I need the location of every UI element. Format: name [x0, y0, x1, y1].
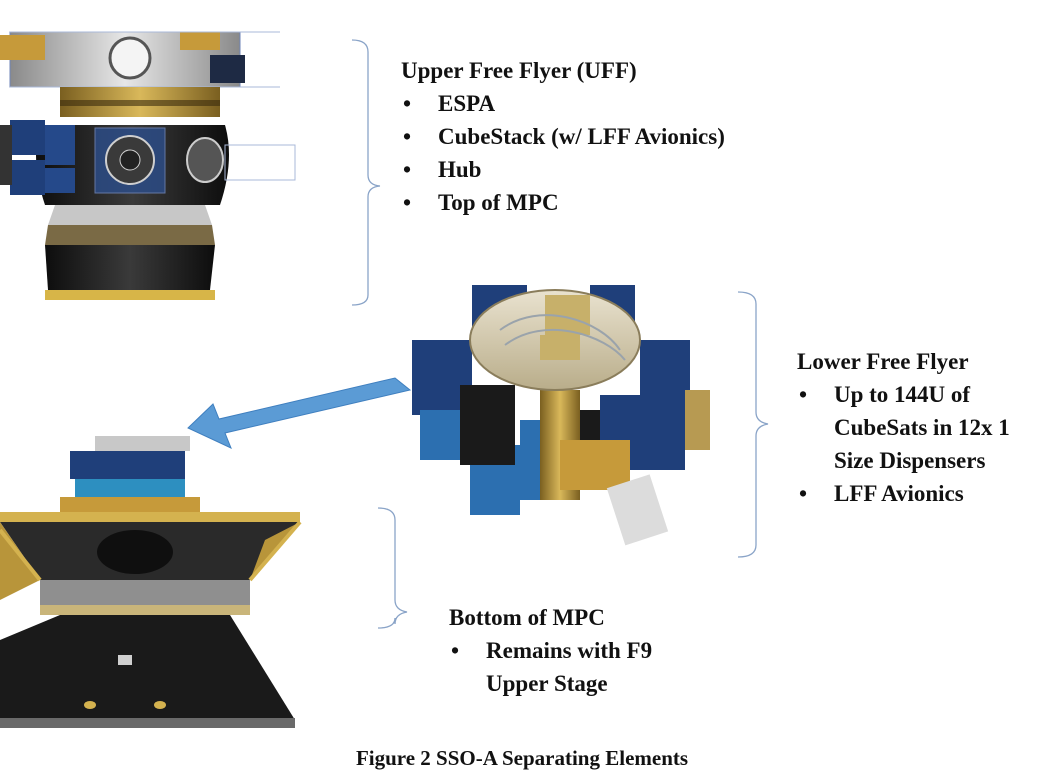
mpc-bullet-list: Remains with F9 Upper Stage	[449, 634, 652, 700]
figure-caption: Figure 2 SSO-A Separating Elements	[355, 746, 689, 770]
list-item: CubeStack (w/ LFF Avionics)	[401, 120, 725, 153]
mpc-item-line-2: Upper Stage	[486, 671, 608, 696]
uff-bullet-list: ESPA CubeStack (w/ LFF Avionics) Hub Top…	[401, 87, 725, 219]
list-item: ESPA	[401, 87, 725, 120]
lff-heading: Lower Free Flyer	[797, 349, 969, 374]
mpc-item-line-1: Remains with F9	[486, 638, 653, 663]
uff-label-group: Upper Free Flyer (UFF) ESPA CubeStack (w…	[401, 55, 725, 219]
mpc-label-group: Bottom of MPC Remains with F9 Upper Stag…	[449, 602, 652, 700]
lff-bracket	[737, 291, 769, 558]
uff-bracket	[351, 39, 381, 306]
list-item: Hub	[401, 153, 725, 186]
lff-item-line-1: Up to 144U of CubeSats in 12x 1	[834, 382, 1010, 440]
uff-heading: Upper Free Flyer (UFF)	[401, 58, 637, 83]
list-item: Remains with F9 Upper Stage	[449, 634, 652, 700]
separation-arrow	[187, 377, 412, 449]
lower-free-flyer-render	[412, 285, 710, 546]
mpc-heading: Bottom of MPC	[449, 605, 605, 630]
bottom-of-mpc-render	[0, 436, 302, 728]
lff-item-line-2: Size Dispensers	[834, 448, 986, 473]
upper-free-flyer-render	[0, 31, 296, 300]
list-item: Top of MPC	[401, 186, 725, 219]
mpc-bracket	[377, 507, 408, 629]
lff-bullet-list: Up to 144U of CubeSats in 12x 1 Size Dis…	[797, 378, 1044, 510]
lff-label-group: Lower Free Flyer Up to 144U of CubeSats …	[797, 346, 1044, 510]
list-item: LFF Avionics	[797, 477, 1044, 510]
list-item: Up to 144U of CubeSats in 12x 1 Size Dis…	[797, 378, 1044, 477]
